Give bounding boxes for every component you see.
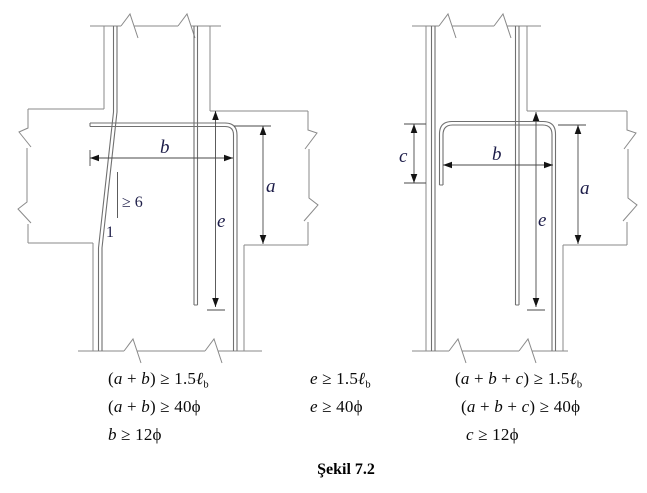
right-lower-column-break-line [412,337,568,364]
dimension-a-right: a [558,124,590,244]
dimension-e-left: e [207,111,225,311]
formula-right-2: (a + b + c) ≥ 40ϕ [461,397,581,416]
right-diagram: c b a e [399,12,638,364]
left-upper-column-faces [103,26,211,111]
dimension-b-left: b [89,137,233,166]
left-beam-left [17,108,104,244]
right-beam-right [527,110,638,246]
figure-caption: Şekil 7.2 [317,461,375,478]
label-e-left: e [217,211,225,232]
formula-middle-1: e ≥ 1.5ℓb [310,369,371,391]
dimension-b-right: b [443,144,553,169]
label-c: c [399,146,408,167]
dimension-a-left: a [234,125,276,244]
formula-middle-2: e ≥ 40ϕ [310,397,363,416]
right-beam-left [210,110,319,246]
label-e-right: e [538,210,546,231]
formula-right-1: (a + b + c) ≥ 1.5ℓb [455,369,583,391]
formula-left-2: (a + b) ≥ 40ϕ [108,397,201,416]
slope-run-label: 1 [106,224,114,241]
label-b-right: b [492,144,502,165]
left-lower-column-faces [92,243,245,351]
label-a-left: a [266,176,276,197]
left-lower-column-break-line [78,337,262,364]
dimension-e-right: e [527,112,546,311]
label-a-right: a [580,178,590,199]
straight-anchor-bar-left [193,26,199,306]
left-upper-column-break-line [90,12,221,39]
dimension-c: c [399,123,426,184]
left-diagram: ≥ 6 1 b a e [17,12,319,364]
formula-left-1: (a + b) ≥ 1.5ℓb [108,369,209,391]
formula-right-3: c ≥ 12ϕ [466,425,519,444]
continuous-bar-right-diagram [430,26,436,351]
offset-bent-bar [97,26,118,351]
hook-bar-right [438,120,557,351]
label-b-left: b [160,137,170,158]
slope-depth-label: ≥ 6 [122,194,143,211]
right-column-faces [425,26,564,351]
straight-anchor-bar-right [514,26,520,306]
formula-left-3: b ≥ 12ϕ [108,425,162,444]
